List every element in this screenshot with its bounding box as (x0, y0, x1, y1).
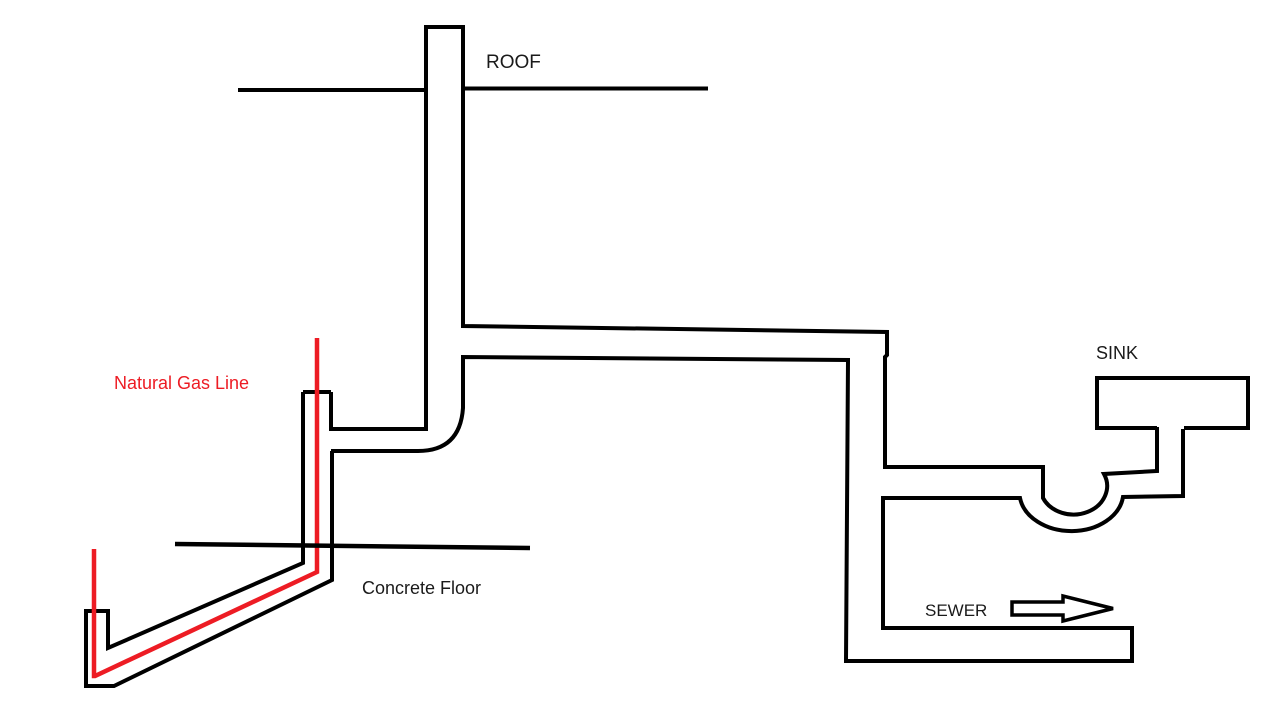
concrete-floor-label: Concrete Floor (362, 578, 481, 598)
natural-gas-line-label: Natural Gas Line (114, 373, 249, 393)
sink-outline (1095, 376, 1250, 430)
natural-gas-line (91, 338, 320, 679)
vent-stack-and-drain-inner-edge (329, 25, 1159, 517)
concrete-floor-line (174, 541, 531, 551)
waste-stack-and-sewer-outer-edge (331, 354, 1185, 663)
sink-label: SINK (1096, 343, 1138, 363)
roof-label: ROOF (486, 52, 541, 73)
sewer-flow-arrow-icon (1010, 593, 1114, 624)
gas-conduit-outline (84, 392, 334, 688)
sewer-label: SEWER (925, 601, 987, 620)
